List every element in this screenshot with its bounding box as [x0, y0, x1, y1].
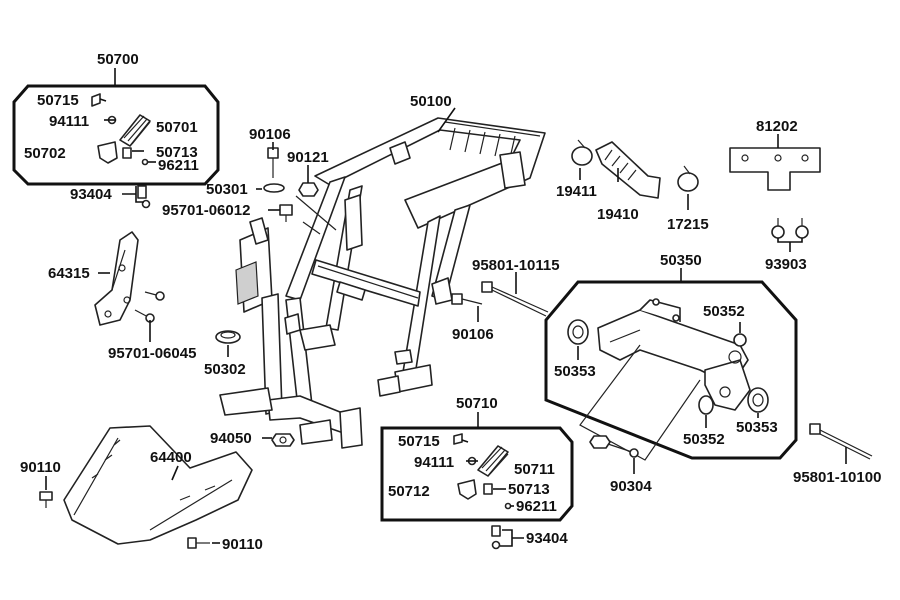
label-50100: 50100	[410, 93, 452, 110]
part-50350-hanger	[597, 298, 751, 411]
label-96211-right: 96211	[516, 498, 557, 515]
label-96211-left: 96211	[158, 157, 199, 174]
part-95701-06012	[279, 204, 293, 222]
part-50353-left	[567, 319, 589, 345]
label-95801-10115: 95801-10115	[472, 257, 560, 274]
part-50301	[263, 183, 285, 193]
part-93404-left	[137, 185, 151, 209]
label-50715-left: 50715	[37, 92, 79, 109]
part-50352-bottom	[698, 395, 714, 415]
label-64315: 64315	[48, 265, 90, 282]
label-50302: 50302	[204, 361, 246, 378]
label-50711: 50711	[514, 461, 555, 478]
part-90304	[589, 435, 639, 458]
part-50302	[215, 330, 241, 344]
label-19411: 19411	[556, 183, 597, 200]
assembly-box-50350	[544, 280, 798, 460]
footrest-right-parts	[453, 433, 512, 510]
part-17215	[677, 165, 699, 192]
part-50352-top	[733, 333, 747, 347]
part-64400	[63, 425, 253, 545]
part-95801-10115	[481, 281, 549, 317]
label-94050: 94050	[210, 430, 252, 447]
part-90106-mid	[451, 293, 483, 305]
label-50710: 50710	[456, 395, 498, 412]
label-95701-06045: 95701-06045	[108, 345, 196, 362]
label-50301: 50301	[206, 181, 248, 198]
part-90106-top	[267, 147, 279, 178]
part-64315	[94, 231, 139, 326]
label-50713-right: 50713	[508, 481, 550, 498]
label-50712: 50712	[388, 483, 430, 500]
part-19411	[571, 139, 593, 166]
part-50353-right	[747, 387, 769, 413]
label-93404-left: 93404	[70, 186, 112, 203]
label-50350: 50350	[660, 252, 702, 269]
label-50353-right: 50353	[736, 419, 778, 436]
label-90106-mid: 90106	[452, 326, 494, 343]
part-90110-bottom	[187, 537, 210, 549]
label-50713-left: 50713	[156, 144, 198, 161]
part-95801-10100	[809, 423, 873, 460]
label-94111-right: 94111	[414, 454, 454, 471]
label-19410: 19410	[597, 206, 639, 223]
assembly-box-50700	[12, 84, 220, 186]
label-94111-left: 94111	[49, 113, 89, 130]
label-90106-top: 90106	[249, 126, 291, 143]
label-50702: 50702	[24, 145, 66, 162]
label-50700: 50700	[97, 51, 139, 68]
part-93903	[771, 218, 809, 239]
label-50715-right: 50715	[398, 433, 440, 450]
label-95801-10100: 95801-10100	[793, 469, 881, 486]
label-17215: 17215	[667, 216, 709, 233]
label-50701: 50701	[156, 119, 198, 136]
part-19410	[595, 141, 661, 199]
label-50352-bottom: 50352	[683, 431, 725, 448]
label-90304: 90304	[610, 478, 652, 495]
part-93404-right	[491, 525, 501, 550]
part-90121	[298, 182, 319, 197]
label-50353-left: 50353	[554, 363, 596, 380]
part-90110-left	[39, 491, 53, 508]
label-90121: 90121	[287, 149, 329, 166]
label-93404-right: 93404	[526, 530, 568, 547]
part-81202	[729, 147, 821, 191]
label-95701-06012: 95701-06012	[162, 202, 250, 219]
assembly-box-50710	[380, 426, 574, 522]
label-50352-top: 50352	[703, 303, 745, 320]
label-90110-left: 90110	[20, 459, 61, 476]
label-93903: 93903	[765, 256, 807, 273]
main-frame	[219, 117, 546, 449]
label-90110-bottom: 90110	[222, 536, 263, 553]
part-94050	[271, 433, 295, 447]
label-81202: 81202	[756, 118, 798, 135]
label-64400: 64400	[150, 449, 192, 466]
part-95701-06045	[134, 291, 165, 323]
footrest-left-parts	[91, 93, 151, 166]
